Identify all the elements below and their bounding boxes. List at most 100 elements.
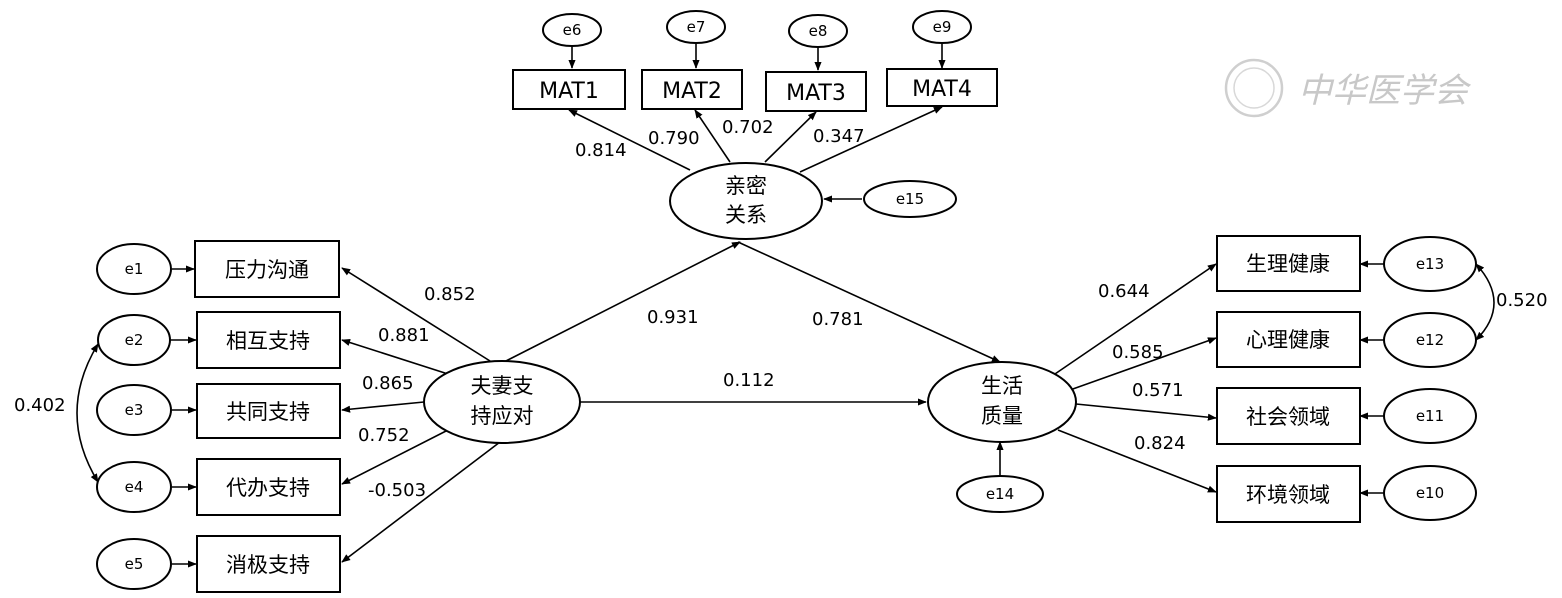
error-e2: e2: [97, 314, 171, 366]
svg-text:生理健康: 生理健康: [1246, 252, 1330, 276]
path-qol-env: [1057, 429, 1217, 493]
path-qol-social: [1075, 403, 1217, 421]
path-coping-mutual: [341, 339, 449, 375]
mat4-box: MAT4: [886, 68, 998, 107]
svg-text:关系: 关系: [725, 203, 767, 227]
mat2-box: MAT2: [641, 69, 743, 110]
svg-text:e11: e11: [1416, 407, 1444, 425]
coef-joint: 0.865: [362, 373, 414, 394]
coef-cov-e12-e13: 0.520: [1496, 290, 1548, 311]
svg-text:e1: e1: [125, 260, 144, 278]
svg-text:质量: 质量: [981, 404, 1023, 428]
svg-text:代办支持: 代办支持: [226, 476, 310, 500]
path-coping-joint: [341, 401, 425, 413]
path-qol-psych: [1069, 337, 1217, 391]
error-e13: e13: [1383, 236, 1477, 292]
coef-physical: 0.644: [1098, 281, 1150, 302]
latent-coping: 夫妻支 持应对: [423, 360, 581, 444]
svg-text:MAT3: MAT3: [786, 81, 846, 106]
coef-negative: -0.503: [368, 480, 426, 501]
error-e10: e10: [1383, 465, 1477, 521]
svg-text:e3: e3: [125, 401, 144, 419]
coef-mutual: 0.881: [378, 325, 430, 346]
svg-text:压力沟通: 压力沟通: [225, 258, 309, 282]
svg-text:e4: e4: [125, 478, 144, 496]
path-coping-negative: [341, 441, 501, 563]
svg-text:e5: e5: [125, 555, 144, 573]
coef-mat1: 0.814: [575, 140, 627, 161]
indicator-social: 社会领域: [1216, 387, 1361, 445]
path-intimacy-mat4: [799, 106, 943, 173]
coef-coping-intimacy: 0.931: [647, 307, 699, 328]
svg-text:持应对: 持应对: [471, 404, 534, 428]
path-intimacy-mat3: [764, 111, 817, 163]
path-intimacy-qol: [737, 241, 1001, 363]
svg-text:e15: e15: [896, 190, 924, 208]
latent-qol: 生活 质量: [927, 361, 1077, 443]
indicator-stress-comm: 压力沟通: [194, 240, 340, 298]
indicator-environment: 环境领域: [1216, 465, 1361, 523]
indicator-joint: 共同支持: [196, 383, 341, 439]
svg-text:e13: e13: [1416, 255, 1444, 273]
cov-e12-e13: [1475, 263, 1495, 341]
error-e5: e5: [96, 538, 172, 590]
path-coping-delegated: [341, 429, 449, 485]
path-qol-physical: [1051, 263, 1217, 377]
error-e7: e7: [666, 10, 726, 44]
coef-mat2: 0.790: [648, 128, 700, 149]
error-e11: e11: [1383, 388, 1477, 444]
error-e1: e1: [96, 243, 172, 295]
path-coping-stress: [341, 267, 499, 367]
svg-text:共同支持: 共同支持: [226, 400, 310, 424]
coef-mat4: 0.347: [813, 126, 865, 147]
coef-stress-comm: 0.852: [424, 284, 476, 305]
cov-e2-e4: [76, 343, 99, 483]
error-e9: e9: [912, 10, 972, 44]
path-intimacy-mat2: [694, 109, 731, 163]
svg-text:夫妻支: 夫妻支: [471, 374, 534, 398]
svg-text:e12: e12: [1416, 331, 1444, 349]
svg-text:生活: 生活: [981, 374, 1023, 398]
coef-psych: 0.585: [1112, 342, 1164, 363]
svg-text:MAT4: MAT4: [912, 77, 972, 102]
error-e4: e4: [96, 461, 172, 513]
svg-text:e7: e7: [687, 18, 706, 36]
mat1-box: MAT1: [512, 69, 626, 110]
error-e14: e14: [956, 475, 1044, 513]
coef-delegated: 0.752: [358, 425, 410, 446]
svg-text:e14: e14: [986, 485, 1014, 503]
coef-cov-e2-e4: 0.402: [14, 395, 66, 416]
error-e12: e12: [1383, 312, 1477, 368]
svg-text:相互支持: 相互支持: [226, 329, 310, 353]
coef-social: 0.571: [1132, 380, 1184, 401]
svg-text:e2: e2: [125, 331, 144, 349]
mat3-box: MAT3: [765, 71, 867, 112]
svg-text:MAT2: MAT2: [662, 79, 722, 104]
watermark-text: 中华医学会: [1298, 71, 1472, 111]
error-e6: e6: [542, 13, 602, 47]
indicator-physical: 生理健康: [1216, 235, 1361, 292]
seal-icon: [1224, 58, 1284, 118]
svg-text:社会领域: 社会领域: [1246, 405, 1330, 429]
error-e15: e15: [863, 180, 957, 218]
svg-text:e10: e10: [1416, 484, 1444, 502]
error-e3: e3: [96, 384, 172, 436]
svg-text:环境领域: 环境领域: [1246, 483, 1330, 507]
coef-mat3: 0.702: [722, 117, 774, 138]
path-intimacy-mat1: [568, 109, 691, 171]
watermark: 中华医学会: [1224, 58, 1472, 118]
coef-environment: 0.824: [1134, 433, 1186, 454]
svg-text:MAT1: MAT1: [539, 79, 599, 104]
error-e8: e8: [788, 14, 848, 48]
svg-text:亲密: 亲密: [725, 174, 767, 198]
coef-coping-qol: 0.112: [723, 370, 775, 391]
coef-intimacy-qol: 0.781: [812, 309, 864, 330]
indicator-mutual: 相互支持: [196, 311, 341, 369]
svg-text:e6: e6: [563, 21, 582, 39]
svg-text:心理健康: 心理健康: [1246, 328, 1330, 352]
svg-text:e8: e8: [809, 22, 828, 40]
indicator-psych: 心理健康: [1216, 311, 1361, 368]
indicator-delegated: 代办支持: [196, 458, 341, 516]
indicator-negative: 消极支持: [196, 535, 341, 593]
